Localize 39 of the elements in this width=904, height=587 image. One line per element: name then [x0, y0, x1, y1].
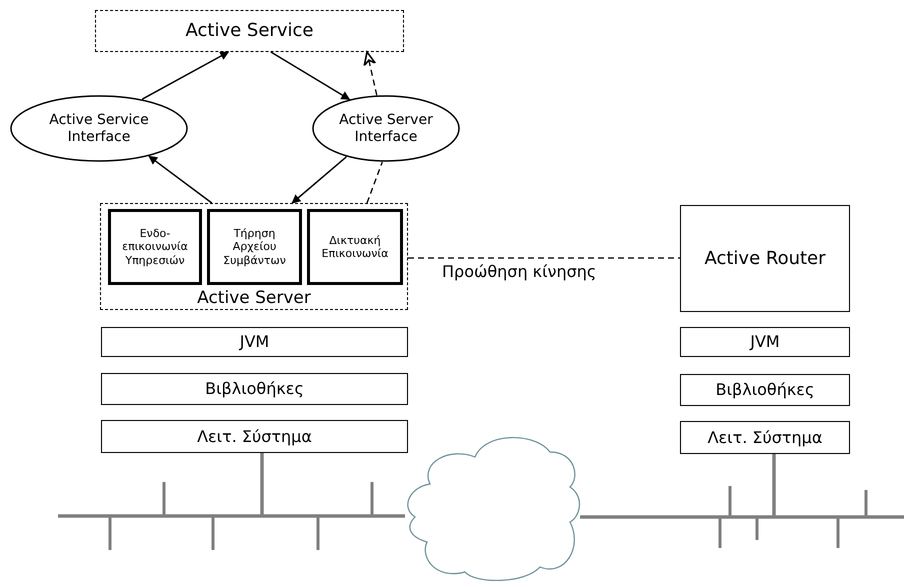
layer-box: [680, 327, 850, 357]
connector-line: [408, 257, 680, 259]
layer-box: [101, 420, 408, 453]
node-label: Λειτ. Σύστημα: [197, 426, 312, 446]
network-line: [772, 454, 776, 517]
layer-box: [680, 421, 850, 454]
arrow: [270, 51, 350, 100]
server-container: [100, 203, 408, 310]
node-label: Active Server: [197, 288, 311, 308]
node-label: JVM: [240, 332, 270, 352]
node-label: Ενδο-επικοινωνία Υπηρεσιών: [121, 227, 189, 267]
arrow: [142, 51, 230, 100]
network-line: [58, 514, 405, 518]
node-label: Active Server Interface: [338, 112, 434, 146]
layer-box: [101, 373, 408, 405]
node-label: Λειτ. Σύστημα: [708, 428, 822, 448]
interface-ellipse: [10, 95, 188, 162]
service-box: [95, 10, 404, 52]
arrow: [363, 51, 378, 96]
node-label: Active Router: [704, 248, 826, 270]
node-label: JVM: [750, 332, 780, 352]
arrow: [292, 156, 347, 204]
layer-box: [680, 374, 850, 406]
network-line: [260, 453, 264, 516]
layer-box: [101, 327, 408, 357]
network-line: [580, 515, 904, 519]
node-label: Active Service Interface: [48, 112, 150, 146]
module-box: [207, 209, 302, 285]
module-box: [108, 209, 202, 285]
node-label: Βιβλιοθήκες: [205, 379, 304, 399]
node-label: Βιβλιοθήκες: [716, 380, 814, 400]
router-box: [680, 205, 850, 312]
module-box: [307, 209, 403, 285]
connector-line: [366, 162, 383, 204]
node-label: Active Service: [186, 20, 314, 42]
node-label: Δικτυακή Επικοινωνία: [320, 234, 390, 260]
arrow: [148, 156, 212, 204]
interface-ellipse: [312, 95, 460, 162]
node-label: Τήρηση Αρχείου Συμβάντων: [222, 227, 287, 267]
